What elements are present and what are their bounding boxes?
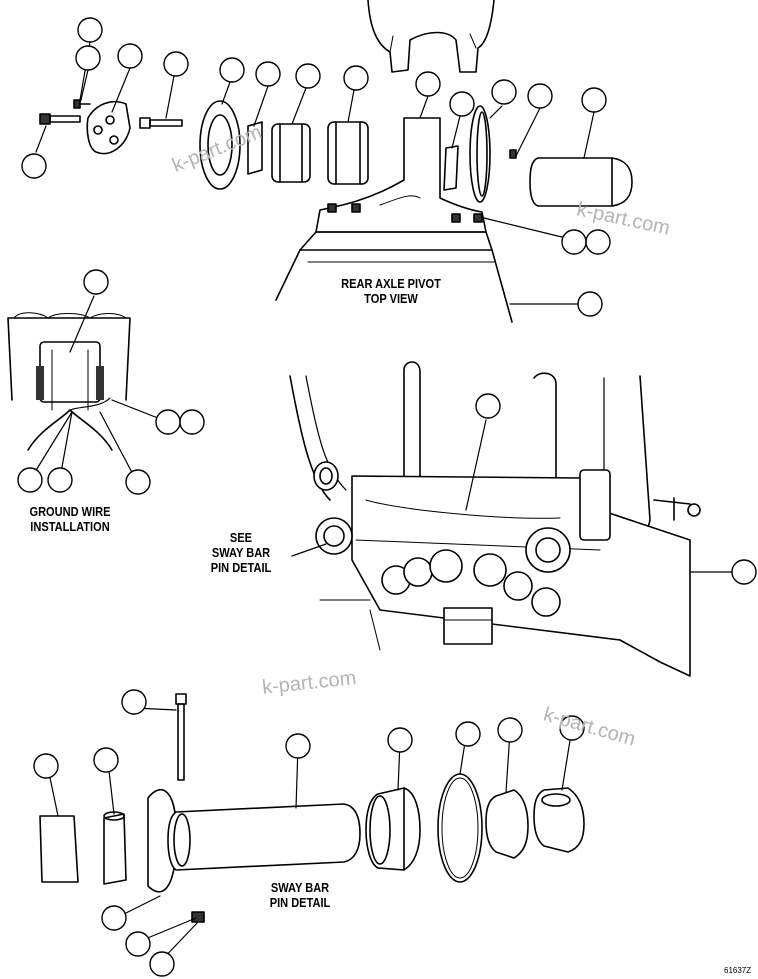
callout-circles [17,17,757,977]
see-sway-bar-line-2: SWAY BAR [211,545,271,560]
callout-bubble [21,153,47,179]
lock-nut-3 [451,213,461,223]
rear-axle-pivot-assembly [275,0,513,323]
sway-bar-detail-title: SWAY BAR PIN DETAIL [258,880,343,910]
screw-small [73,99,91,109]
lock-nut-2 [351,203,361,213]
callout-bubble [449,91,475,117]
callout-bubble [585,229,611,255]
callout-bubble [285,733,311,759]
spherical-bearing [365,787,421,871]
callout-bubble [475,393,501,419]
outer-bushing [39,815,79,883]
callout-bubble [387,727,413,753]
inner-bushing [103,811,127,885]
lock-nut-4 [473,213,483,223]
set-screw [509,149,517,159]
callout-bubble [125,469,151,495]
callout-bubble [497,717,523,743]
rear-chassis-view [289,361,701,677]
callout-bubble [561,229,587,255]
lock-nut-1 [327,203,337,213]
callout-bubble [455,721,481,747]
callout-bubble [559,715,585,741]
sway-bar-pin-detail [39,693,585,923]
pivot-pin [529,157,633,207]
callout-bubble [149,951,175,977]
ground-wire-assembly [7,312,131,451]
snap-ring [437,773,483,883]
callout-bubble [527,83,553,109]
long-capscrew [139,117,183,129]
rear-axle-pivot-line-1: REAR AXLE PIVOT [341,276,441,291]
callout-bubble [75,45,101,71]
retaining-bolt [175,693,187,705]
rear-axle-pivot-title: REAR AXLE PIVOT TOP VIEW [327,276,455,306]
bearing-2 [327,121,369,185]
callout-bubble [117,43,143,69]
callout-bubble [83,269,109,295]
ground-wire-title: GROUND WIRE INSTALLATION [11,504,130,534]
thrust-washer [199,100,241,190]
sway-bar-detail-line-2: PIN DETAIL [269,895,331,910]
ground-wire-line-2: INSTALLATION [30,519,110,534]
callout-bubble [17,467,43,493]
see-sway-bar-line-1: SEE [229,530,253,545]
sway-bar-pin [167,803,361,871]
bearing-1 [271,123,311,183]
sleeve-2 [533,787,585,853]
callout-bubble [163,51,189,77]
shim [443,145,459,191]
see-sway-bar-note: SEE SWAY BAR PIN DETAIL [203,530,280,575]
callout-bubble [581,87,607,113]
bushing-half [247,121,263,175]
callout-bubble [255,61,281,87]
callout-bubble [415,71,441,97]
figure-code: 61637Z [724,966,752,975]
callout-bubble [731,559,757,585]
callout-bubble [93,747,119,773]
seal-ring [469,105,491,203]
callout-bubble [47,467,73,493]
grease-fitting [191,911,205,923]
callout-bubble [125,931,151,957]
ground-wire-line-1: GROUND WIRE [29,504,111,519]
callout-bubble [77,17,103,43]
callout-bubble [219,57,245,83]
callout-bubble [295,63,321,89]
callout-bubble [491,79,517,105]
capscrew-top-left [39,113,81,125]
pivot-end-plate [86,100,131,155]
sleeve-1 [485,789,529,859]
sway-bar-detail-line-1: SWAY BAR [270,880,330,895]
see-sway-bar-line-3: PIN DETAIL [210,560,272,575]
callout-bubble [155,409,181,435]
callout-bubble [33,753,59,779]
rear-axle-pivot-line-2: TOP VIEW [364,291,418,306]
callout-bubble [577,291,603,317]
callout-bubble [179,409,205,435]
callout-bubble [121,689,147,715]
callout-bubble [343,65,369,91]
callout-bubble [101,905,127,931]
